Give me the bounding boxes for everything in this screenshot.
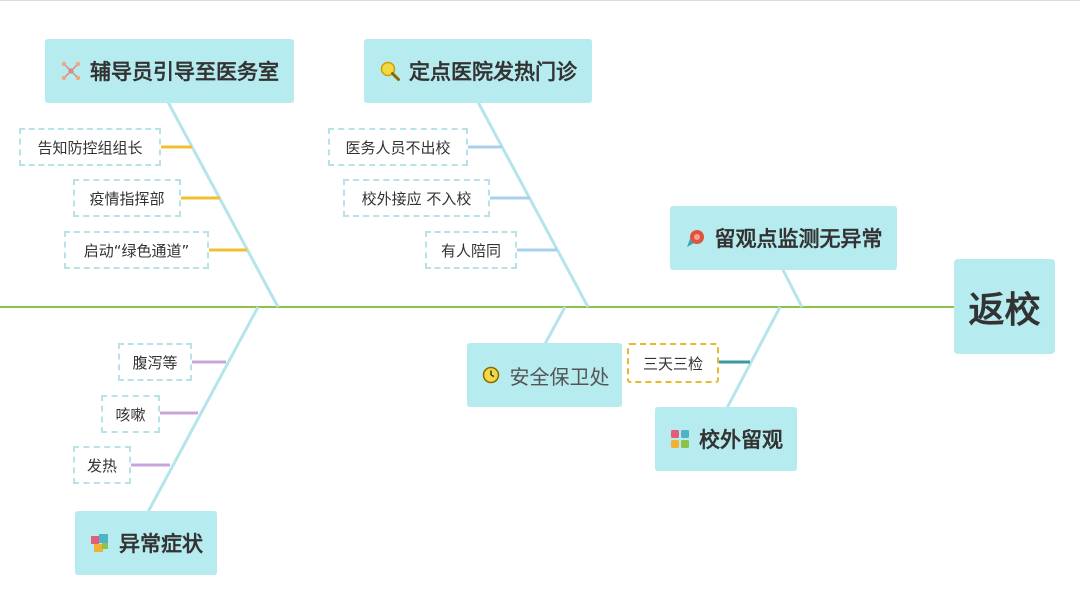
head-node[interactable]: 返校 xyxy=(954,259,1055,354)
top-divider xyxy=(0,0,1080,1)
leaf-counselor-1[interactable]: 告知防控组组长 xyxy=(19,128,161,166)
bone-security xyxy=(543,306,567,345)
head-label: 返校 xyxy=(968,289,1041,331)
branch-observation-label: 留观点监测无异常 xyxy=(714,227,883,251)
leaf-hospital-3[interactable]: 有人陪同 xyxy=(425,231,517,269)
leaf-counselor-3[interactable]: 启动“绿色通道” xyxy=(64,231,209,269)
branch-hospital-label: 定点医院发热门诊 xyxy=(409,60,577,84)
pin-icon xyxy=(685,227,707,249)
leaf-symptoms-3[interactable]: 发热 xyxy=(73,446,131,484)
branch-counselor[interactable]: 辅导员引导至医务室 xyxy=(45,39,294,103)
leaf-label: 有人陪同 xyxy=(440,241,501,260)
branch-offcampus[interactable]: 校外留观 xyxy=(655,407,797,471)
bone-symptoms xyxy=(146,306,260,513)
leaf-label: 告知防控组组长 xyxy=(37,138,143,157)
leaf-label: 咳嗽 xyxy=(115,405,146,424)
bone-observation xyxy=(780,267,804,308)
leaf-symptoms-1[interactable]: 腹泻等 xyxy=(118,343,192,381)
leaf-symptoms-2[interactable]: 咳嗽 xyxy=(101,395,160,433)
leaf-label: 发热 xyxy=(86,456,117,475)
bone-hospital xyxy=(476,101,590,308)
leaf-counselor-2[interactable]: 疫情指挥部 xyxy=(73,179,181,217)
leaf-label: 医务人员不出校 xyxy=(345,138,451,157)
branch-counselor-label: 辅导员引导至医务室 xyxy=(90,60,279,84)
leaf-hospital-2[interactable]: 校外接应 不入校 xyxy=(343,179,490,217)
branch-hospital[interactable]: 定点医院发热门诊 xyxy=(364,39,592,103)
branch-security-label: 安全保卫处 xyxy=(509,364,610,389)
clock-icon xyxy=(480,364,502,386)
network-icon xyxy=(60,60,82,82)
leaf-label: 校外接应 不入校 xyxy=(361,189,472,208)
branch-offcampus-label: 校外留观 xyxy=(699,428,783,452)
branch-symptoms[interactable]: 异常症状 xyxy=(75,511,217,575)
leaf-label: 启动“绿色通道” xyxy=(83,241,190,260)
leaf-hospital-1[interactable]: 医务人员不出校 xyxy=(328,128,468,166)
magnifier-icon xyxy=(379,60,401,82)
bone-counselor xyxy=(166,101,280,308)
bone-offcampus xyxy=(725,306,782,409)
branch-security[interactable]: 安全保卫处 xyxy=(467,343,622,407)
cubes-icon xyxy=(89,532,111,554)
leaf-label: 疫情指挥部 xyxy=(89,189,165,208)
branch-symptoms-label: 异常症状 xyxy=(119,532,203,556)
leaf-label: 腹泻等 xyxy=(132,353,178,372)
branch-observation[interactable]: 留观点监测无异常 xyxy=(670,206,897,270)
tiles-icon xyxy=(669,428,691,450)
leaf-label: 三天三检 xyxy=(642,354,703,373)
leaf-offcampus-1[interactable]: 三天三检 xyxy=(627,343,719,383)
